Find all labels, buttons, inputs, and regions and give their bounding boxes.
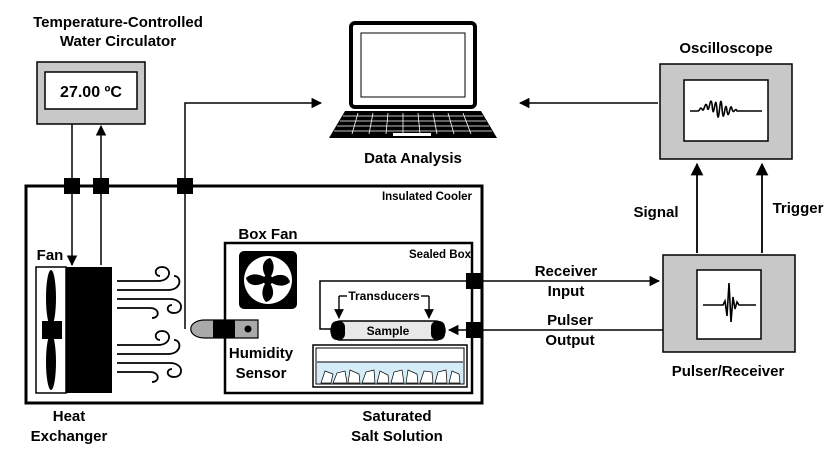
transducer-left (331, 321, 345, 340)
heat-exchanger-label-line2: Exchanger (31, 428, 108, 445)
fan-blade-upper (46, 270, 56, 326)
pulser-output-label-line1: Pulser (547, 312, 593, 329)
saturated-salt-label-line2: Salt Solution (351, 428, 443, 445)
saturated-salt-label-line1: Saturated (362, 408, 431, 425)
water-feedthrough-out (93, 178, 109, 194)
circulator-display (44, 71, 138, 110)
signal-label: Signal (633, 204, 678, 221)
pulser-receiver-waveform (703, 282, 756, 323)
airflow-icon (117, 266, 182, 383)
pulser-output-label-line2: Output (545, 332, 594, 349)
fan-label: Fan (37, 247, 64, 264)
sensor-feedthrough (177, 178, 193, 194)
circulator-readout: 27.00 ºC (60, 84, 122, 101)
oscilloscope-label: Oscilloscope (679, 40, 772, 57)
circulator-title-line1: Temperature-Controlled (33, 14, 203, 31)
oscilloscope-waveform (690, 100, 762, 118)
receiver-input-label-line1: Receiver (535, 263, 598, 280)
receiver-input-line (319, 275, 661, 330)
circulator-title-line2: Water Circulator (60, 33, 176, 50)
water-feedthrough-in (64, 178, 80, 194)
box-fan-label: Box Fan (238, 226, 297, 243)
transducers-label: Transducers (348, 289, 420, 303)
fan-blade-lower (46, 334, 56, 390)
sealed-box (223, 241, 474, 395)
sensor-box-feedthrough (213, 320, 235, 338)
fan-hub (42, 321, 62, 339)
transducer-right (431, 321, 445, 340)
box-fan-icon (239, 251, 297, 309)
sensor-tip (244, 325, 252, 333)
sample-label: Sample (367, 324, 410, 338)
receiver-input-label-line2: Input (548, 283, 585, 300)
receiver-feedthrough (466, 273, 483, 289)
insulated-cooler-label: Insulated Cooler (382, 191, 473, 203)
humidity-data-line (184, 97, 323, 329)
heat-exchanger-label-line1: Heat (53, 408, 86, 425)
humidity-sensor-label-line2: Sensor (236, 365, 287, 382)
trigger-label: Trigger (773, 200, 824, 217)
insulated-cooler (24, 184, 484, 405)
heat-exchanger (66, 267, 112, 393)
sealed-box-label: Sealed Box (409, 249, 472, 261)
pulser-receiver-label: Pulser/Receiver (672, 363, 785, 380)
laptop-icon (329, 21, 497, 138)
pulser-feedthrough (466, 322, 483, 338)
salt-solution-tray (312, 344, 468, 388)
humidity-sensor-label-line1: Humidity (229, 345, 294, 362)
data-analysis-label: Data Analysis (364, 150, 462, 167)
